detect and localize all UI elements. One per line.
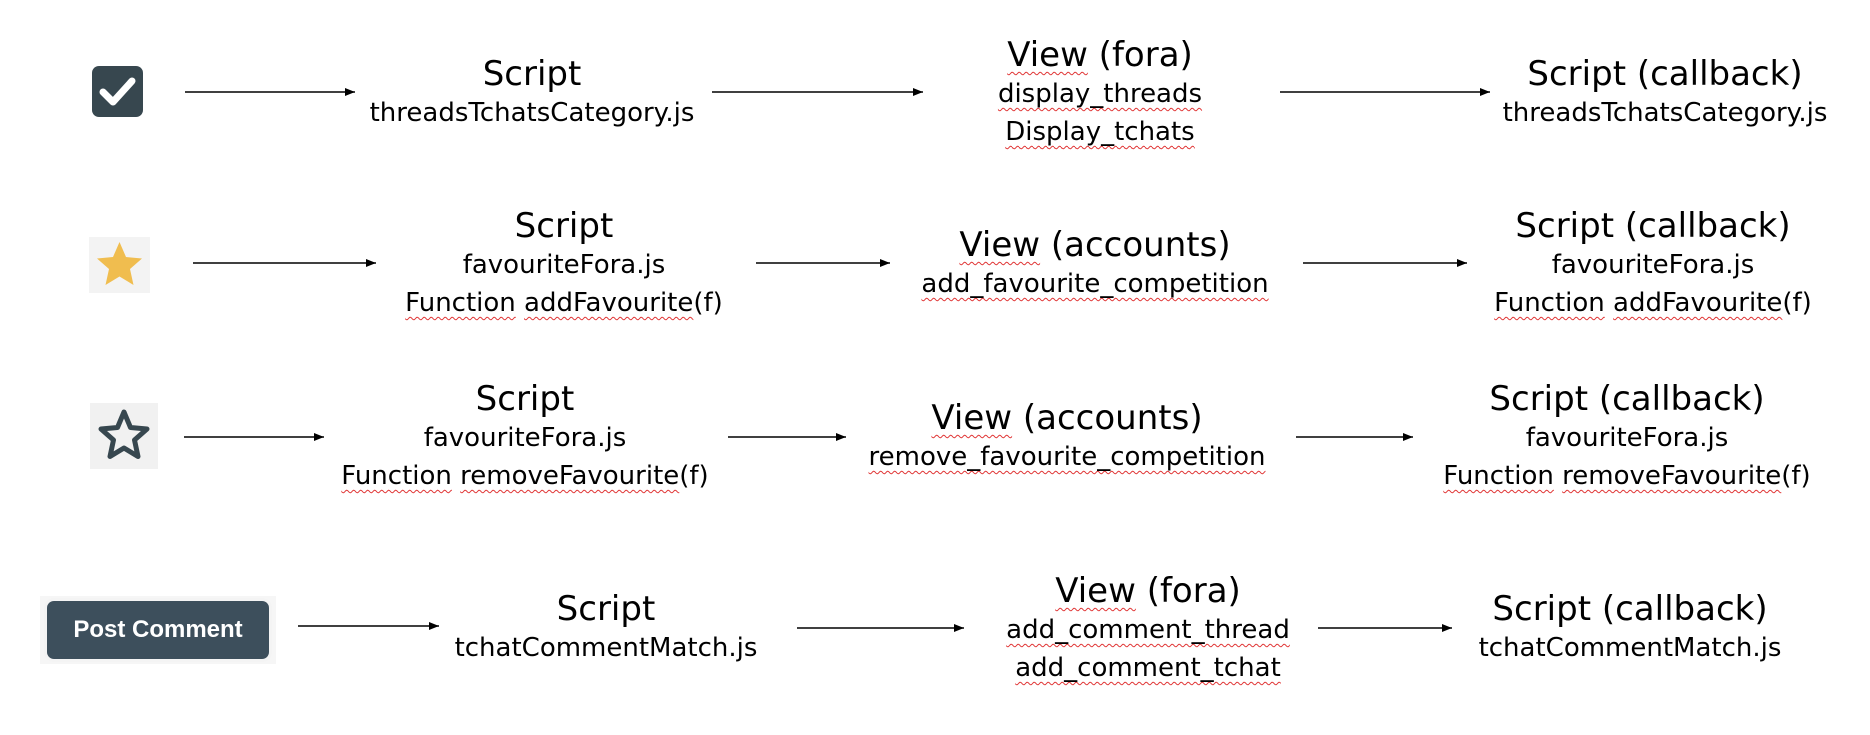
callback-file: tchatCommentMatch.js [1478,633,1782,663]
callback-node-row-4: Script (callback) tchatCommentMatch.js [1479,589,1782,667]
view-node-row-4: View (fora) add_comment_thread add_comme… [1006,571,1290,687]
view-node-row-2: View (accounts) add_favourite_competitio… [921,225,1268,303]
callback-title: Script (callback) [1489,379,1765,419]
callback-title: Script (callback) [1527,54,1803,94]
view-line: add_comment_tchat [1015,653,1281,683]
script-file: threadsTchatsCategory.js [369,98,695,128]
view-node-row-3: View (accounts) remove_favourite_competi… [869,398,1266,476]
script-function: Function removeFavourite(f) [341,461,709,491]
callback-node-row-2: Script (callback) favouriteFora.js Funct… [1494,206,1812,322]
script-node-row-1: Script threadsTchatsCategory.js [370,54,695,132]
star-outline-icon[interactable] [90,403,158,469]
arrows-layer [184,88,1490,632]
script-file: favouriteFora.js [423,423,627,453]
script-title: Script [514,206,614,246]
view-line: remove_favourite_competition [868,442,1266,472]
view-title: View (fora) [1007,35,1193,75]
view-title: View (accounts) [931,398,1203,438]
view-title: View (accounts) [959,225,1231,265]
star-filled-icon[interactable] [89,237,150,293]
script-node-row-4: Script tchatCommentMatch.js [455,589,758,667]
view-node-row-1: View (fora) display_threads Display_tcha… [998,35,1202,151]
script-title: Script [475,379,575,419]
script-file: tchatCommentMatch.js [454,633,758,663]
script-title: Script [482,54,582,94]
script-node-row-2: Script favouriteFora.js Function addFavo… [405,206,723,322]
callback-title: Script (callback) [1492,589,1768,629]
callback-node-row-3: Script (callback) favouriteFora.js Funct… [1443,379,1810,495]
view-line: add_favourite_competition [921,269,1269,299]
script-title: Script [556,589,656,629]
callback-node-row-1: Script (callback) threadsTchatsCategory.… [1503,54,1828,132]
callback-function: Function addFavourite(f) [1494,288,1812,318]
callback-title: Script (callback) [1515,206,1791,246]
checkbox-checked-icon[interactable] [92,66,143,117]
callback-file: favouriteFora.js [1551,250,1755,280]
callback-function: Function removeFavourite(f) [1443,461,1811,491]
view-line: display_threads [997,79,1203,109]
callback-file: favouriteFora.js [1525,423,1729,453]
script-node-row-3: Script favouriteFora.js Function removeF… [341,379,708,495]
script-function: Function addFavourite(f) [405,288,723,318]
view-line: Display_tchats [1005,117,1195,147]
callback-file: threadsTchatsCategory.js [1502,98,1828,128]
view-line: add_comment_thread [1006,615,1290,645]
view-title: View (fora) [1055,571,1241,611]
script-file: favouriteFora.js [462,250,666,280]
post-comment-button[interactable]: Post Comment [47,601,269,659]
